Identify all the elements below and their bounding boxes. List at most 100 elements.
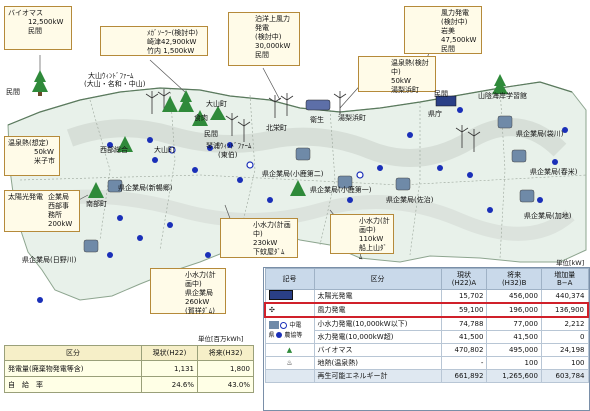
dam-icon bbox=[268, 321, 279, 329]
callout-title: 小水力(計画中) bbox=[359, 217, 390, 234]
hydro-rings bbox=[168, 146, 364, 179]
label-fukuro: 県企業局(袋川) bbox=[516, 130, 564, 138]
header-genjo: 現状(H22)A bbox=[440, 268, 488, 290]
callout-value: 50kW bbox=[391, 77, 411, 85]
label-ogamo-1: 県企業局(小鹿第一) bbox=[310, 186, 372, 194]
callout-hydro-kasho: 小水力(計画中) 県企業局 260kW (賀祥ﾀﾞﾑ) bbox=[150, 268, 226, 315]
legend-row-hydro: 水力発電(10,000kW超) 41,500 41,500 0 bbox=[265, 330, 589, 344]
legend-unit: 単位[kW] bbox=[556, 259, 585, 267]
callout-location: 湯梨浜町 bbox=[391, 86, 419, 94]
callout-title: 小水力(計画中) bbox=[185, 271, 216, 288]
callout-status: (検討中) bbox=[255, 33, 282, 41]
legend-row-wind: ✣ 風力発電 59,100 196,000 136,900 bbox=[264, 302, 589, 318]
header-kubun: 区分 bbox=[313, 268, 442, 290]
label-eisei: 衛生 bbox=[310, 116, 324, 124]
callout-onsen-yonago: 温泉熱(想定) 50kW 米子市 bbox=[4, 136, 60, 176]
callout-owner: 民間 bbox=[441, 45, 455, 53]
legend-row-total: 再生可能エネルギー計 661,892 1,265,600 603,784 bbox=[264, 369, 589, 383]
callout-value: 47,500kW bbox=[441, 36, 477, 44]
callout-value: 200kW bbox=[48, 220, 73, 228]
callout-offshore-wind: 泊洋上風力発電 (検討中) 30,000kW 民間 bbox=[228, 12, 300, 66]
callout-title: 温泉熱(検討中) bbox=[391, 59, 429, 76]
callout-value: 110kW bbox=[359, 235, 384, 243]
mountain-ridge-2 bbox=[39, 189, 575, 241]
callout-solar-mega: ﾒｶﾞｿｰﾗｰ(検討中) 崎津42,900kW 竹内 1,500kW bbox=[100, 26, 208, 56]
label-minkan-3: 民間 bbox=[434, 90, 448, 98]
label-seibu-sogo: 西部総合 bbox=[100, 146, 128, 154]
callout-value: 30,000kW bbox=[255, 42, 291, 50]
train-icon bbox=[305, 99, 331, 111]
mountain-ridge bbox=[66, 118, 567, 167]
label-daisen-cho: 大山町 bbox=[206, 100, 227, 108]
callout-title: 小水力(計画中) bbox=[253, 221, 291, 238]
callout-title: 太陽光発電 bbox=[8, 193, 43, 201]
callout-solar-seibu: 太陽光発電 企業局 西部事 務所 200kW bbox=[4, 190, 80, 232]
label-yurihama: 湯梨浜町 bbox=[338, 114, 366, 122]
label-kachi: 県企業局(加地) bbox=[524, 212, 572, 220]
coastline bbox=[7, 81, 573, 126]
ptable-header-shorai: 将来(H32) bbox=[197, 345, 254, 361]
callout-location: 米子市 bbox=[34, 157, 55, 165]
callout-value: 12,500kW bbox=[28, 18, 64, 26]
callout-owner: 県企業局 bbox=[185, 289, 213, 297]
callout-owner-2: 西部事 bbox=[48, 202, 69, 210]
label-kotoura-wind: 琴浦ｳｨﾝﾄﾞﾌｧｰﾑ bbox=[206, 142, 252, 150]
label-nanbu: 南部町 bbox=[86, 200, 107, 208]
legend-row-solar: 太陽光発電 15,702 456,000 440,374 bbox=[264, 289, 589, 304]
dam-icons bbox=[83, 115, 535, 253]
header-shorai: 将来(H32)B bbox=[486, 268, 542, 290]
callout-wind-iwami: 風力発電(検討中) 岩美 47,500kW 民間 bbox=[404, 6, 482, 54]
callout-value-2: 竹内 1,500kW bbox=[147, 47, 195, 55]
solar-icon bbox=[268, 290, 293, 300]
label-haruyone: 県企業局(春米) bbox=[530, 168, 578, 176]
label-ogamo-2: 県企業局(小鹿第二) bbox=[262, 170, 324, 178]
callout-owner: 民間 bbox=[255, 51, 269, 59]
callout-title: 泊洋上風力発電 bbox=[255, 15, 290, 32]
callout-value: 50kW bbox=[34, 148, 54, 156]
callout-title: 温泉熱(想定) bbox=[8, 139, 49, 147]
callout-biomass: バイオマス 12,500kW 民間 bbox=[4, 6, 72, 50]
dot-icon bbox=[276, 332, 283, 338]
callout-title: バイオマス bbox=[8, 9, 43, 17]
callout-location: 下蚊屋ﾀﾞﾑ bbox=[253, 248, 285, 256]
callout-owner-3: 務所 bbox=[48, 211, 62, 219]
label-sanin: 山陰海岸学習館 bbox=[478, 92, 527, 100]
label-minkan-2: 民間 bbox=[204, 130, 218, 138]
ptable-unit: 単位[百万kWh] bbox=[198, 335, 244, 343]
legend-row-geothermal: ♨ 地熱(温泉熱) - 100 100 bbox=[264, 356, 589, 370]
ptable-header-genjo: 現状(H22) bbox=[141, 345, 198, 361]
label-daisen-wind: 大山ｳｨﾝﾄﾞﾌｧｰﾑ bbox=[88, 72, 134, 80]
label-minkan: 民間 bbox=[6, 88, 20, 96]
callout-title: ﾒｶﾞｿｰﾗｰ(検討中) bbox=[147, 29, 198, 37]
label-hokuei: 北栄町 bbox=[266, 124, 287, 132]
callout-location: 岩美 bbox=[441, 27, 455, 35]
label-saji: 県企業局(佐治) bbox=[386, 196, 434, 204]
legend-row-biomass: ▲ バイオマス 470,802 495,000 24,198 bbox=[264, 343, 589, 357]
callout-onsen-yurihama: 温泉熱(検討中) 50kW 湯梨浜町 bbox=[358, 56, 436, 94]
callout-value: 230kW bbox=[253, 239, 278, 247]
power-table: 区分 現状(H22) 将来(H32) 発電量(廃棄物発電等含) 1,131 1,… bbox=[4, 345, 254, 393]
header-kigo: 記号 bbox=[264, 268, 315, 290]
label-hino: 県企業局(日野川) bbox=[22, 256, 77, 264]
callout-location: 船上山ﾀﾞﾑ bbox=[359, 244, 387, 261]
callout-hydro-kagoya: 小水力(計画中) 230kW 下蚊屋ﾀﾞﾑ bbox=[220, 218, 298, 258]
ptable-row-output: 発電量(廃棄物発電等含) 1,131 1,800 bbox=[4, 360, 254, 377]
label-daisen-cho-2: 大山町 bbox=[154, 146, 175, 154]
tree-icon: ▲ bbox=[286, 346, 293, 354]
label-shokuhin: 食肉 bbox=[194, 114, 208, 122]
hot-spring-icon: ♨ bbox=[286, 359, 293, 367]
callout-value: 260kW bbox=[185, 298, 210, 306]
ring-icon bbox=[280, 321, 288, 329]
ptable-row-selfsufficiency: 自 給 率 24.6% 43.0% bbox=[4, 376, 254, 393]
ptable-header-kubun: 区分 bbox=[4, 345, 142, 361]
callout-owner: 民間 bbox=[28, 27, 42, 35]
callout-value: 崎津42,900kW bbox=[147, 38, 197, 46]
callout-hydro-senjo: 小水力(計画中) 110kW 船上山ﾀﾞﾑ bbox=[330, 214, 394, 261]
label-daisen-wind-sub: (大山・名和・中山) bbox=[84, 80, 146, 88]
wind-turbine-icon: ✣ bbox=[269, 306, 275, 314]
label-kencho: 県庁 bbox=[428, 110, 442, 118]
callout-location: (賀祥ﾀﾞﾑ) bbox=[185, 307, 215, 315]
